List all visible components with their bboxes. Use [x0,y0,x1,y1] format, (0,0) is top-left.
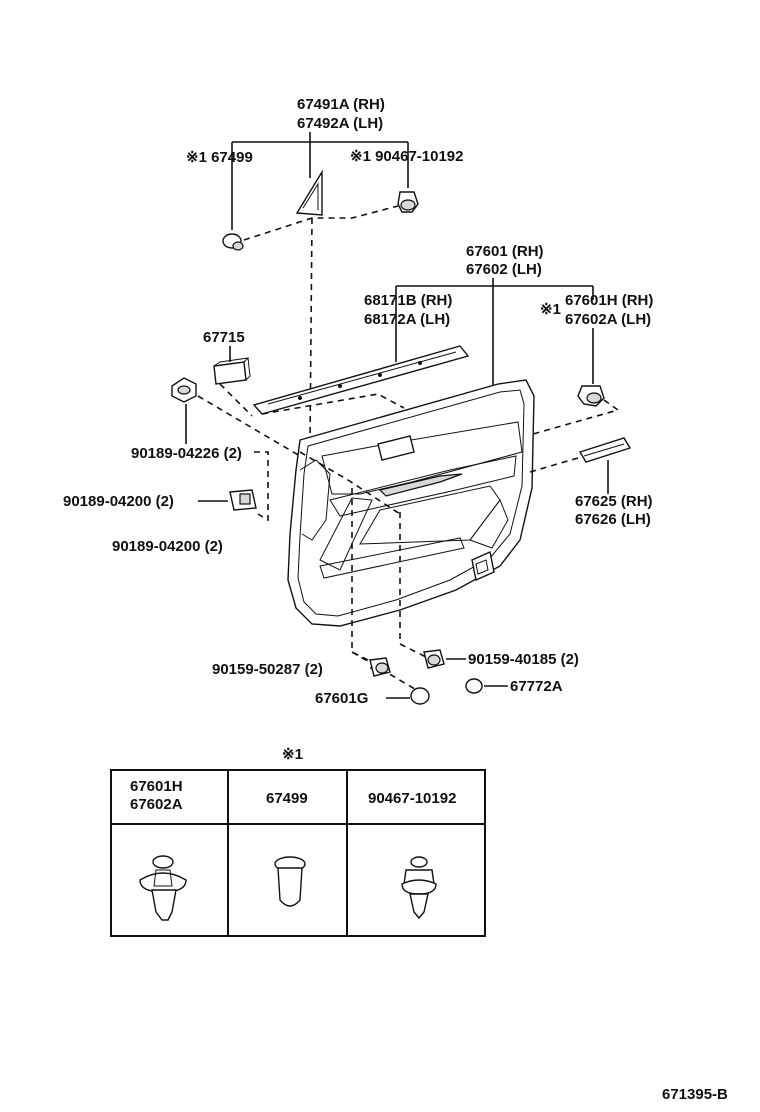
dashed-90189-04200 [254,451,269,522]
callout-67626: 67626 (LH) [575,511,651,528]
screw-90159-40185-icon [423,649,445,669]
leader-board [395,278,594,386]
callout-67602a: 67602A (LH) [565,311,651,328]
clip-67601h-table-icon [139,855,187,921]
clip-67601h-icon [577,385,605,407]
dashed-trim-to-board [309,217,313,443]
dashed-cap-67601g [351,651,421,693]
dashed-board-screw [299,451,401,515]
callout-68171b: 68171B (RH) [364,292,452,309]
clip-67499-table-icon [274,856,306,907]
screw-90189-04226-icon [171,377,197,403]
callout-67601: 67601 (RH) [466,243,544,260]
callout-67492a: 67492A (LH) [297,115,383,132]
screw-90189-04200-icon [229,489,257,511]
dashed-90189-04226 [197,395,301,457]
clip-marker-right: ※1 [540,301,561,318]
pad-67715-icon [213,357,251,385]
door-trim-board [287,379,535,627]
cap-67772a-icon [465,678,483,694]
dashed-clip-path-upper [243,205,399,241]
dashed-lower-right [399,512,429,659]
table-col2: 67499 [266,790,308,807]
table-note-mark: ※1 [282,746,303,763]
clip-legend-table [110,769,486,937]
clip-90467-icon [397,191,419,213]
callout-90189-04226: 90189-04226 (2) [131,445,242,462]
callout-67601g: 67601G [315,690,368,707]
table-col3: 90467-10192 [368,790,456,807]
dashed-weatherstrip [261,393,405,415]
callout-67625: 67625 (RH) [575,493,653,510]
table-col1-line2: 67602A [130,796,183,813]
callout-90189-04200-b: 90189-04200 (2) [112,538,223,555]
dashed-67625 [529,457,579,473]
callout-67602: 67602 (LH) [466,261,542,278]
callout-67772a: 67772A [510,678,563,695]
cap-67601g-icon [410,687,430,705]
dashed-67715 [219,383,253,417]
callout-67715: 67715 [203,329,245,346]
diagram-code: 671395-B [662,1086,728,1103]
belt-weatherstrip [252,345,470,415]
callout-67499: ※1 67499 [186,149,253,166]
upper-trim-piece [295,169,323,216]
callout-68172a: 68172A (LH) [364,311,450,328]
callout-90189-04200-a: 90189-04200 (2) [63,493,174,510]
callout-90467: ※1 90467-10192 [350,148,464,165]
screw-90159-50287-icon [369,657,391,677]
callout-67601h: 67601H (RH) [565,292,653,309]
callout-67491a: 67491A (RH) [297,96,385,113]
pocket-67625-icon [578,437,632,463]
clip-90467-table-icon [401,856,437,920]
leader-upper-trim [231,132,409,230]
callout-90159-40185: 90159-40185 (2) [468,651,579,668]
dashed-lower-left [351,488,377,665]
callout-90159-50287: 90159-50287 (2) [212,661,323,678]
clip-67499-icon [222,233,244,251]
table-col1-line1: 67601H [130,778,183,795]
dashed-clip-67601h [525,399,620,437]
